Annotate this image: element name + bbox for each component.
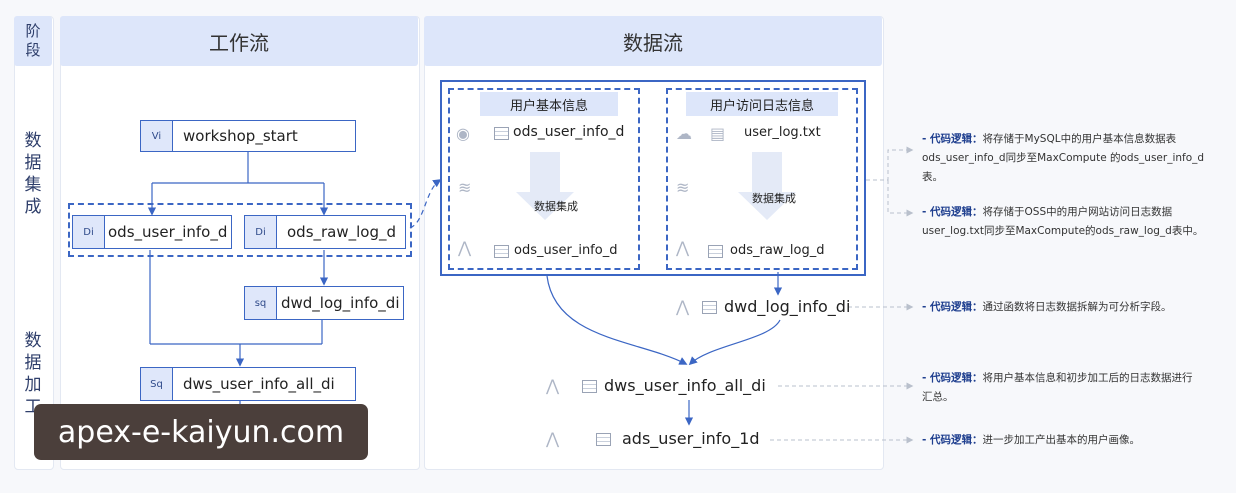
- sql-node-icon: Sq: [141, 368, 173, 400]
- note-integration-oss: - 代码逻辑：将存储于OSS中的用户网站访问日志数据 user_log.txt同…: [922, 206, 1204, 237]
- node-icon: ⋀: [676, 238, 690, 257]
- workflow-node-ods-raw-log[interactable]: Di ods_raw_log_d: [244, 215, 406, 249]
- dataflow-header-text: 数据流: [623, 30, 683, 55]
- user-log-title: 用户访问日志信息: [686, 92, 838, 116]
- table-icon: [582, 380, 597, 393]
- mysql-icon: ◉: [456, 124, 470, 143]
- note-ads: - 代码逻辑：进一步加工产出基本的用户画像。: [922, 434, 1141, 446]
- sync-icon: ≋: [458, 178, 472, 197]
- workflow-header-text: 工作流: [209, 30, 269, 55]
- watermark: apex-e-kaiyun.com: [34, 404, 368, 460]
- node-label: workshop_start: [183, 127, 298, 145]
- stage-header: 阶段: [14, 16, 52, 66]
- table-icon: [702, 301, 717, 314]
- user-log-sync-label: 数据集成: [752, 192, 796, 205]
- dataflow-header: 数据流: [424, 16, 882, 66]
- workflow-node-ods-user-info[interactable]: Di ods_user_info_d: [72, 215, 232, 249]
- node-icon: ⋀: [676, 297, 690, 316]
- workflow-node-dws-user-info-all[interactable]: Sq dws_user_info_all_di: [140, 367, 356, 401]
- user-info-source-box: [448, 88, 640, 270]
- stage-processing-label: 数据加工: [24, 331, 42, 417]
- table-icon: [708, 245, 723, 258]
- user-info-sync-label: 数据集成: [534, 200, 578, 213]
- note-integration-mysql: - 代码逻辑：将存储于MySQL中的用户基本信息数据表 ods_user_inf…: [922, 133, 1205, 183]
- dwd-table-label: dwd_log_info_di: [724, 297, 851, 316]
- node-icon: ⋀: [458, 238, 472, 257]
- stage-integration-label: 数据集成: [24, 131, 42, 217]
- node-icon: ⋀: [546, 376, 560, 395]
- table-icon: [494, 127, 509, 140]
- dws-table-label: dws_user_info_all_di: [604, 376, 766, 395]
- table-icon: [596, 433, 611, 446]
- node-label: ods_raw_log_d: [287, 223, 397, 241]
- node-label: dwd_log_info_di: [281, 294, 400, 312]
- stage-column: [14, 16, 54, 470]
- note-dws: - 代码逻辑：将用户基本信息和初步加工后的日志数据进行 汇总。: [922, 372, 1193, 403]
- dataflow-integration-box: [440, 80, 866, 276]
- table-icon: [494, 245, 509, 258]
- ads-table-label: ads_user_info_1d: [622, 429, 760, 448]
- node-icon: ⋀: [546, 429, 560, 448]
- workflow-node-dwd-log-info[interactable]: sq dwd_log_info_di: [244, 286, 404, 320]
- dataflow-column: [424, 16, 884, 470]
- workflow-header: 工作流: [60, 16, 418, 66]
- user-info-title: 用户基本信息: [480, 92, 618, 116]
- oss-cloud-icon: ☁: [676, 124, 692, 143]
- virtual-node-icon: Vi: [141, 121, 173, 151]
- user-log-source-box: [666, 88, 858, 270]
- user-info-source-label: ods_user_info_d: [513, 124, 625, 140]
- workflow-integration-group: [68, 203, 412, 257]
- node-label: ods_user_info_d: [108, 223, 228, 241]
- stage-header-text: 阶段: [25, 22, 41, 59]
- di-node-icon: Di: [73, 216, 105, 248]
- sql-node-icon: sq: [245, 287, 277, 319]
- user-log-source-label: user_log.txt: [744, 125, 821, 140]
- di-node-icon: Di: [245, 216, 277, 248]
- file-icon: ▤: [710, 124, 726, 143]
- workflow-node-workshop-start[interactable]: Vi workshop_start: [140, 120, 356, 152]
- sync-icon: ≋: [676, 178, 690, 197]
- note-dwd: - 代码逻辑：通过函数将日志数据拆解为可分析字段。: [922, 301, 1172, 313]
- node-label: dws_user_info_all_di: [183, 375, 335, 393]
- user-info-target-label: ods_user_info_d: [514, 243, 618, 258]
- user-log-target-label: ods_raw_log_d: [730, 243, 825, 258]
